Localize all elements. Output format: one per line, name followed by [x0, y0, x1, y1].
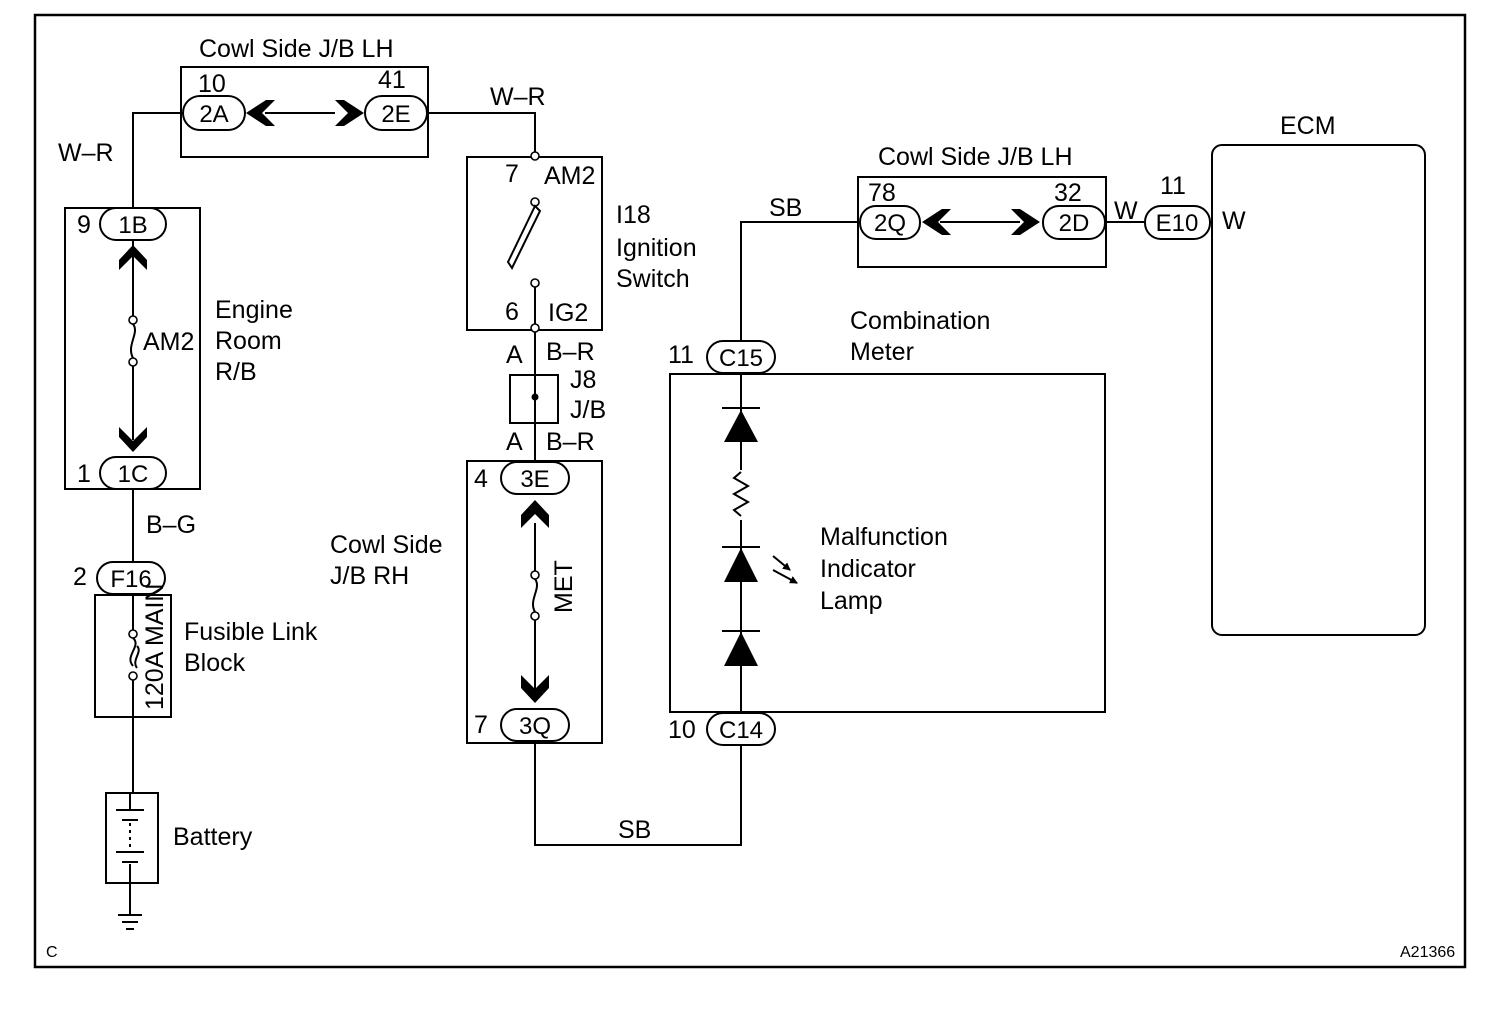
engine-room-rb-label-3: R/B [215, 358, 257, 386]
connector-2A: 2A [182, 95, 246, 131]
j8-jb-box [509, 374, 559, 424]
pin-11-E10: 11 [1160, 172, 1186, 200]
j8-a-bottom-label: A [506, 428, 523, 456]
svg-text:C14: C14 [719, 717, 763, 744]
pin-11-C15: 11 [668, 341, 694, 369]
svg-text:1C: 1C [118, 461, 149, 488]
svg-text:E10: E10 [1156, 210, 1199, 237]
cowl-jb-rh-label-1: Cowl Side [330, 531, 443, 559]
battery-symbol [116, 793, 144, 883]
pin-2-F16: 2 [73, 563, 87, 591]
svg-text:3Q: 3Q [519, 713, 551, 740]
svg-text:2E: 2E [381, 101, 410, 128]
connector-2Q: 2Q [859, 205, 921, 240]
cowl-jb-rh-label-2: J/B RH [330, 562, 409, 590]
battery-box [105, 792, 159, 884]
connector-E10: E10 [1144, 205, 1211, 240]
ignition-switch-label-2: Ignition [616, 234, 697, 262]
am2-fuse-label: AM2 [143, 328, 194, 356]
pin-78-2Q: 78 [868, 179, 896, 207]
jb-arrows [119, 100, 1040, 703]
connector-2E: 2E [364, 95, 428, 131]
svg-text:F16: F16 [110, 566, 151, 593]
combination-meter-box [669, 373, 1106, 713]
j8-a-top-label: A [506, 341, 523, 369]
wire-br-bottom: B–R [546, 428, 595, 456]
pin-9-1B: 9 [77, 211, 91, 239]
connector-3E: 3E [500, 461, 570, 495]
wire-wr-top: W–R [490, 83, 546, 111]
pin-7-am2: 7 [505, 160, 519, 188]
diagram-frame [33, 13, 1467, 969]
wire-br-top: B–R [546, 338, 595, 366]
switch-ig2-label: IG2 [548, 299, 588, 327]
meter-circuit [722, 407, 798, 666]
wire-bg: B–G [146, 511, 196, 539]
svg-text:2Q: 2Q [874, 210, 906, 237]
mil-label-3: Lamp [820, 587, 883, 615]
svg-text:2A: 2A [199, 101, 228, 128]
mil-label-1: Malfunction [820, 523, 948, 551]
wire-sb-top: SB [769, 194, 802, 222]
connector-1B: 1B [99, 207, 167, 241]
j8-label-1: J8 [570, 366, 596, 394]
main-fuse-symbol [128, 629, 140, 681]
pin-41-2E: 41 [378, 66, 406, 94]
main-fuse-label: 120A MAIN [141, 584, 169, 710]
connector-C15: C15 [706, 340, 776, 374]
wire-sb-bottom: SB [618, 816, 651, 844]
connector-1C: 1C [99, 456, 167, 490]
met-fuse-symbol [530, 570, 540, 621]
cowl-jb-lh-right-label: Cowl Side J/B LH [878, 143, 1073, 171]
battery-label: Battery [173, 823, 253, 851]
ignition-switch-label-3: Switch [616, 265, 690, 293]
svg-text:C15: C15 [719, 345, 763, 372]
figure-code: A21366 [1400, 944, 1455, 961]
svg-text:3E: 3E [520, 466, 549, 493]
connector-3Q: 3Q [500, 708, 570, 742]
pin-7-3Q: 7 [474, 711, 488, 739]
wire-w-jb: W [1114, 197, 1138, 225]
connector-F16: F16 [96, 561, 166, 595]
pin-10-C14: 10 [668, 716, 696, 744]
met-fuse-label: MET [550, 560, 578, 613]
pin-6-ig2: 6 [505, 298, 519, 326]
combination-meter-label-1: Combination [850, 307, 990, 335]
ignition-switch-symbol [506, 151, 542, 333]
pin-10-2A: 10 [198, 70, 226, 98]
pin-32-2D: 32 [1054, 179, 1082, 207]
engine-room-rb-label-2: Room [215, 327, 282, 355]
fusible-link-label-2: Block [184, 649, 246, 677]
ecm-box [1211, 144, 1426, 636]
combination-meter-label-2: Meter [850, 338, 914, 366]
cowl-jb-lh-top-box [180, 66, 429, 158]
switch-am2-label: AM2 [544, 162, 595, 190]
pin-4-3E: 4 [474, 465, 488, 493]
mil-label-2: Indicator [820, 555, 916, 583]
connector-C14: C14 [706, 712, 776, 746]
svg-text:2D: 2D [1059, 210, 1090, 237]
ecm-label: ECM [1280, 112, 1336, 140]
wire-w-ecm: W [1222, 207, 1246, 235]
connector-2D: 2D [1042, 205, 1106, 240]
wire-wr-left: W–R [58, 139, 114, 167]
fusible-link-label-1: Fusible Link [184, 618, 318, 646]
ignition-switch-label-1: I18 [616, 201, 651, 229]
j8-junction-dot [531, 393, 539, 401]
cowl-jb-lh-top-label: Cowl Side J/B LH [199, 35, 394, 63]
j8-label-2: J/B [570, 396, 606, 424]
am2-fuse-symbol [128, 315, 138, 367]
pin-1-1C: 1 [77, 460, 91, 488]
engine-room-rb-label-1: Engine [215, 296, 293, 324]
ground-icon [118, 914, 142, 930]
svg-text:1B: 1B [118, 212, 147, 239]
corner-c-label: C [46, 944, 58, 961]
